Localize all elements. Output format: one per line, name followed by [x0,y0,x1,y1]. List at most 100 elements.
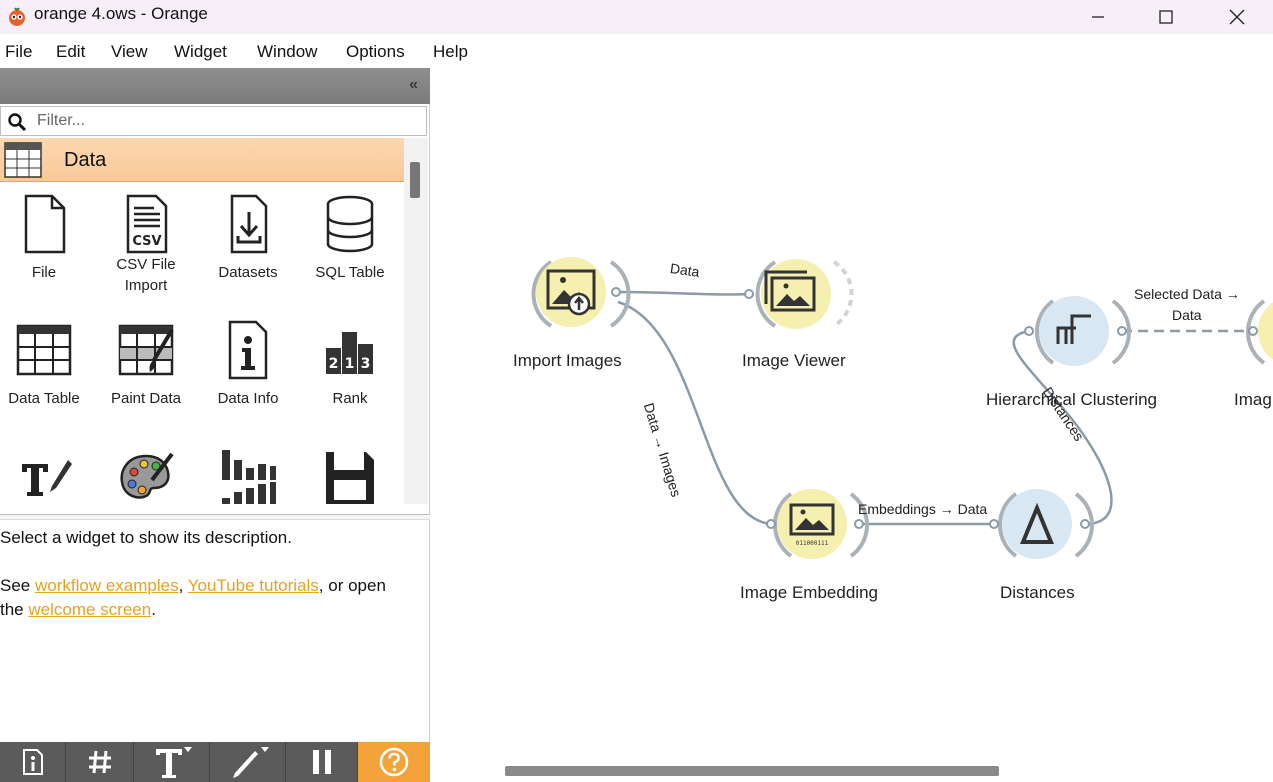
menu-help[interactable]: Help [433,42,468,61]
node-image-viewer [744,259,854,329]
the-text: the [0,600,29,619]
minimize-button[interactable] [1063,0,1133,34]
csv-icon: CSV [126,194,168,254]
node-label-image-cut[interactable]: Imag [1234,390,1272,409]
close-button[interactable] [1202,0,1272,34]
rank-icon: 2 1 3 [326,332,373,374]
workflow-canvas[interactable]: 011000111 Im [431,68,1273,782]
menu-options[interactable]: Options [346,42,405,61]
widget-label: Rank [332,390,368,407]
pen-icon [232,747,269,778]
help-button[interactable] [358,742,430,782]
grid-icon [88,750,111,774]
node-label-distances[interactable]: Distances [1000,583,1075,602]
node-label-image-viewer[interactable]: Image Viewer [742,351,846,370]
youtube-tutorials-link[interactable]: YouTube tutorials [187,576,319,595]
link-import-to-viewer [617,290,748,296]
node-image-embedding: 011000111 [766,489,869,559]
palette-icon [120,452,174,499]
link-label-selected-data-2: Data [1172,307,1202,323]
maximize-button[interactable] [1131,0,1201,34]
scrollbar-thumb[interactable] [410,162,420,198]
widget-color[interactable] [95,438,197,504]
filter-box [0,106,427,136]
minimize-icon [1092,16,1104,18]
table-icon [4,142,42,178]
welcome-screen-link[interactable]: welcome screen [28,600,152,619]
node-hierarchical-clustering [1024,296,1131,366]
pause-button[interactable] [286,742,358,782]
dock-header: « [0,68,430,104]
datasets-icon [230,194,268,254]
widget-label: File [31,264,57,281]
menu-window[interactable]: Window [257,42,318,61]
node-label-hierarchical-clustering[interactable]: Hierarchical Clustering [986,390,1158,409]
grid-button[interactable] [66,742,134,782]
node-image-viewer-2 [1246,299,1273,365]
widget-text-annotation[interactable] [0,438,95,504]
widget-label: SQL Table [315,264,385,281]
info-icon [22,749,43,775]
widget-sql-table[interactable]: SQL Table [299,186,401,312]
widget-paint-data[interactable]: Paint Data [95,312,197,438]
widget-description: Select a widget to show its description.… [0,526,428,736]
widget-label: Data Table [8,390,80,407]
widget-feature-statistics[interactable] [197,438,299,504]
widget-data-info[interactable]: Data Info [197,312,299,438]
node-label-import-images[interactable]: Import Images [513,351,622,370]
sql-table-icon [326,195,374,253]
text-edit-icon [22,460,72,496]
search-icon [8,113,27,132]
dock-toolbar [0,742,430,782]
arrow-annotation-button[interactable] [210,742,286,782]
data-info-icon [228,320,268,380]
link-distances-to-clustering [1012,329,1113,526]
comma-text: , [178,576,188,595]
widget-file[interactable]: File [0,186,95,312]
menu-edit[interactable]: Edit [56,42,86,61]
dock-splitter[interactable] [0,514,430,520]
bars-icon [222,450,276,504]
maximize-icon [1159,10,1173,24]
window-title: orange 4.ows - Orange [34,4,208,23]
svg-text:2: 2 [329,356,339,372]
link-label-embeddings-data: Embeddings → Data [858,501,988,517]
title-bar: orange 4.ows - Orange [0,0,1273,34]
widget-save-data[interactable] [299,438,401,504]
workflow-graphics: 011000111 [531,257,1273,559]
or-open-text: , or open [318,576,386,595]
text-annotation-button[interactable] [134,742,210,782]
category-data[interactable]: Data [0,138,404,182]
widget-label: Data Info [217,390,279,407]
period-text: . [151,600,156,619]
file-icon [24,194,66,254]
workflow-examples-link[interactable]: workflow examples [34,576,179,595]
menu-view[interactable]: View [111,42,148,61]
menu-file[interactable]: File [5,42,33,61]
widget-dock: « Data File [0,68,430,782]
menu-widget[interactable]: Widget [174,42,227,61]
node-distances [989,489,1094,559]
info-button[interactable] [0,742,66,782]
svg-text:3: 3 [361,356,371,372]
widget-rank[interactable]: 2 1 3 Rank [299,312,401,438]
svg-text:1: 1 [345,356,355,372]
description-links: See workflow examples, YouTube tutorials… [0,574,428,598]
canvas-horizontal-scrollbar[interactable] [505,766,999,776]
collapse-dock-button[interactable]: « [409,76,418,93]
widget-csv-file-import[interactable]: CSV CSV File Import [95,186,197,312]
widget-list-scrollbar[interactable] [404,138,428,504]
filter-input[interactable] [35,110,415,132]
widget-label: CSV File Import [116,256,176,294]
description-links-2: the welcome screen. [0,598,156,622]
svg-text:011000111: 011000111 [796,540,829,547]
widget-label: Paint Data [110,390,182,407]
paint-data-icon [118,324,174,376]
widget-list: Data File CSV CSV File Import [0,138,404,504]
widget-datasets[interactable]: Datasets [197,186,299,312]
widget-data-table[interactable]: Data Table [0,312,95,438]
node-label-image-embedding[interactable]: Image Embedding [740,583,878,602]
data-table-icon [16,324,72,376]
category-label: Data [64,149,107,171]
pause-icon [312,750,331,774]
